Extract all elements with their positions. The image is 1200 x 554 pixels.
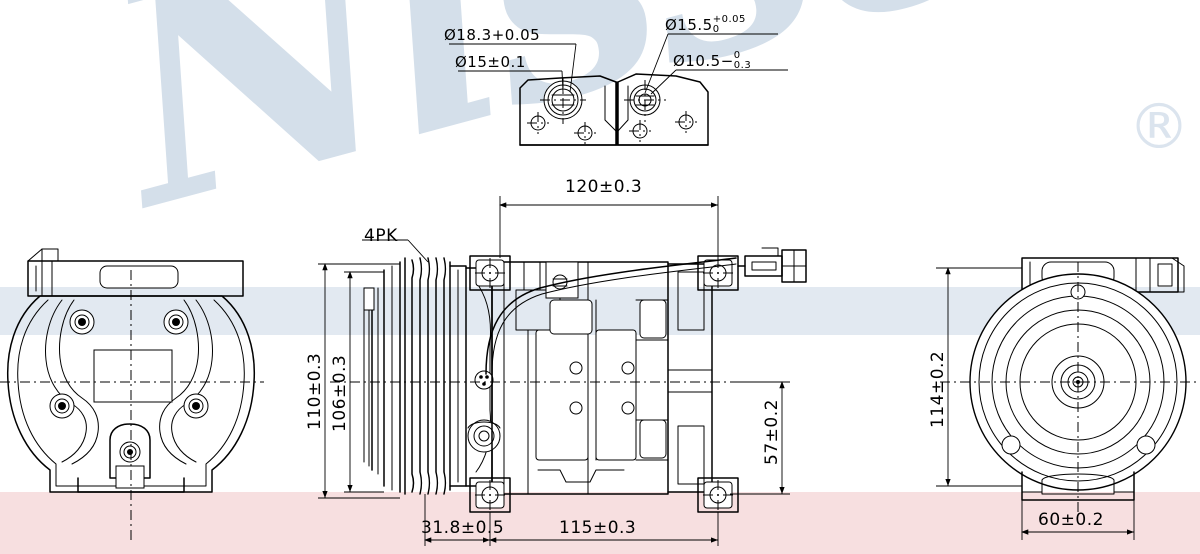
- front-view: [936, 257, 1200, 540]
- dim-60: 60±0.2: [1038, 510, 1104, 530]
- dim-115: 115±0.3: [559, 518, 637, 538]
- port-detail-view: [449, 33, 788, 146]
- dim-106: 106±0.3: [330, 354, 350, 432]
- side-section-view: [318, 196, 807, 546]
- dim-31-8: 31.8±0.5: [421, 518, 505, 538]
- background-band-pink: [0, 492, 1200, 554]
- label-4pk: 4PK: [364, 226, 398, 246]
- tol-lower: 0.3: [733, 60, 752, 71]
- tol-upper: +0.05: [712, 14, 746, 25]
- tol-lower: 0: [712, 24, 720, 35]
- tol-upper: 0: [733, 50, 741, 61]
- dim-bore-18-3: Ø18.3+0.05: [444, 26, 541, 44]
- dim-57: 57±0.2: [762, 399, 782, 465]
- dim-110: 110±0.3: [305, 352, 325, 430]
- dim-bore-15: Ø15±0.1: [455, 53, 526, 71]
- dim-114: 114±0.2: [928, 350, 948, 428]
- dim-120: 120±0.3: [565, 177, 643, 197]
- rear-view: [0, 248, 264, 540]
